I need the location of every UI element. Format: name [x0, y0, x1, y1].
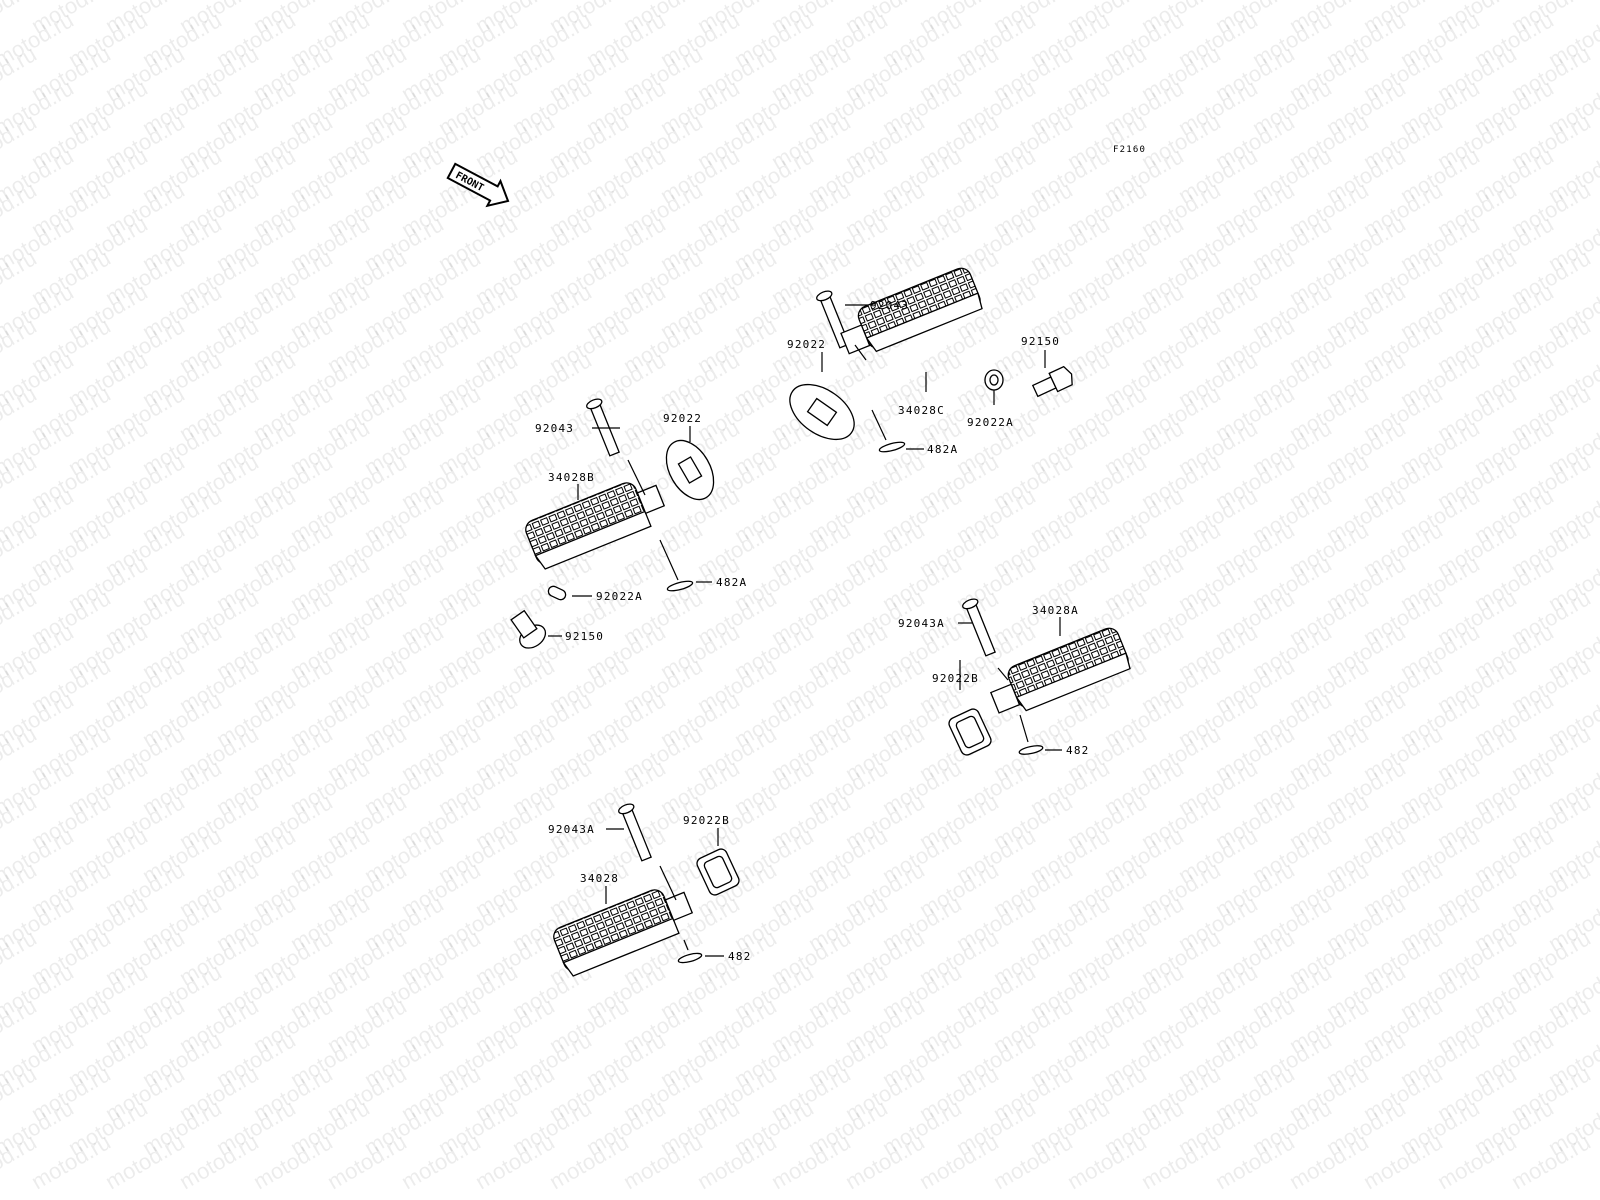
label-34028c: 34028C	[898, 404, 945, 417]
label-92043-b: 92043	[870, 299, 909, 312]
label-92150-b: 92150	[1021, 335, 1060, 348]
label-92022a-a: 92022A	[596, 590, 643, 603]
label-92022-a: 92022	[663, 412, 702, 425]
label-92022b-c: 92022B	[932, 672, 979, 685]
label-34028: 34028	[580, 872, 619, 885]
label-482-c: 482	[1066, 744, 1089, 757]
label-92043-a: 92043	[535, 422, 574, 435]
label-34028a: 34028A	[1032, 604, 1079, 617]
label-92150-a: 92150	[565, 630, 604, 643]
label-34028b: 34028B	[548, 471, 595, 484]
label-92022-b: 92022	[787, 338, 826, 351]
label-92022b-d: 92022B	[683, 814, 730, 827]
label-92022a-b: 92022A	[967, 416, 1014, 429]
label-482a-a: 482A	[716, 576, 747, 589]
label-482-d: 482	[728, 950, 751, 963]
diagram-code: F2160	[1113, 145, 1146, 155]
washer-92022a-b	[984, 369, 1004, 391]
label-92043a-d: 92043A	[548, 823, 595, 836]
label-482a-b: 482A	[927, 443, 958, 456]
label-92043a-c: 92043A	[898, 617, 945, 630]
